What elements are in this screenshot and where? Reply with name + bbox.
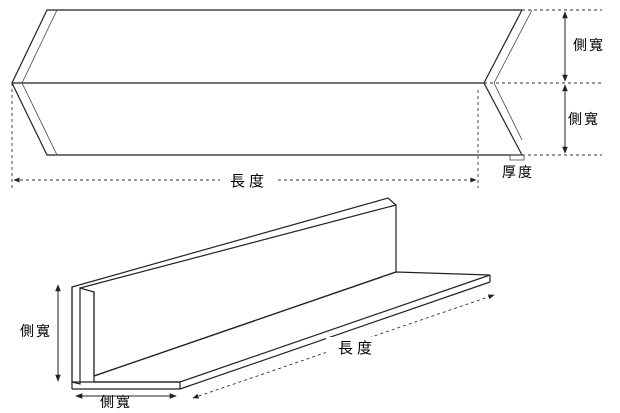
top-side-width-lower-label: 側寬 xyxy=(568,111,600,128)
vertical-leg-top-edge xyxy=(79,204,397,289)
horizontal-leg-outer-edge xyxy=(179,281,491,390)
length-label-background xyxy=(220,172,278,188)
top-thickness-label: 厚度 xyxy=(502,165,534,181)
bottom-length-label: 長度 xyxy=(338,339,376,357)
top-view-bevel-left-lower xyxy=(21,82,58,156)
bottom-view: 側寬 長度 側寬 xyxy=(20,197,495,411)
bottom-side-width-horizontal-label: 側寬 xyxy=(100,394,132,411)
top-view-bevel-left-upper xyxy=(21,9,58,84)
bottom-length-dimension-line xyxy=(192,294,495,399)
bottom-length-label-background xyxy=(326,337,386,357)
top-view-bevel-right-upper xyxy=(493,9,533,84)
thickness-tab xyxy=(509,154,525,161)
bottom-side-width-vertical-label: 側寬 xyxy=(20,323,52,340)
top-length-label: 長度 xyxy=(230,172,268,190)
top-view-bevel-right-lower xyxy=(493,82,523,141)
top-side-width-upper-label: 側寬 xyxy=(573,37,605,54)
top-view: 長度 側寬 側寬 厚度 xyxy=(11,9,605,190)
horizontal-leg-face xyxy=(93,271,491,383)
